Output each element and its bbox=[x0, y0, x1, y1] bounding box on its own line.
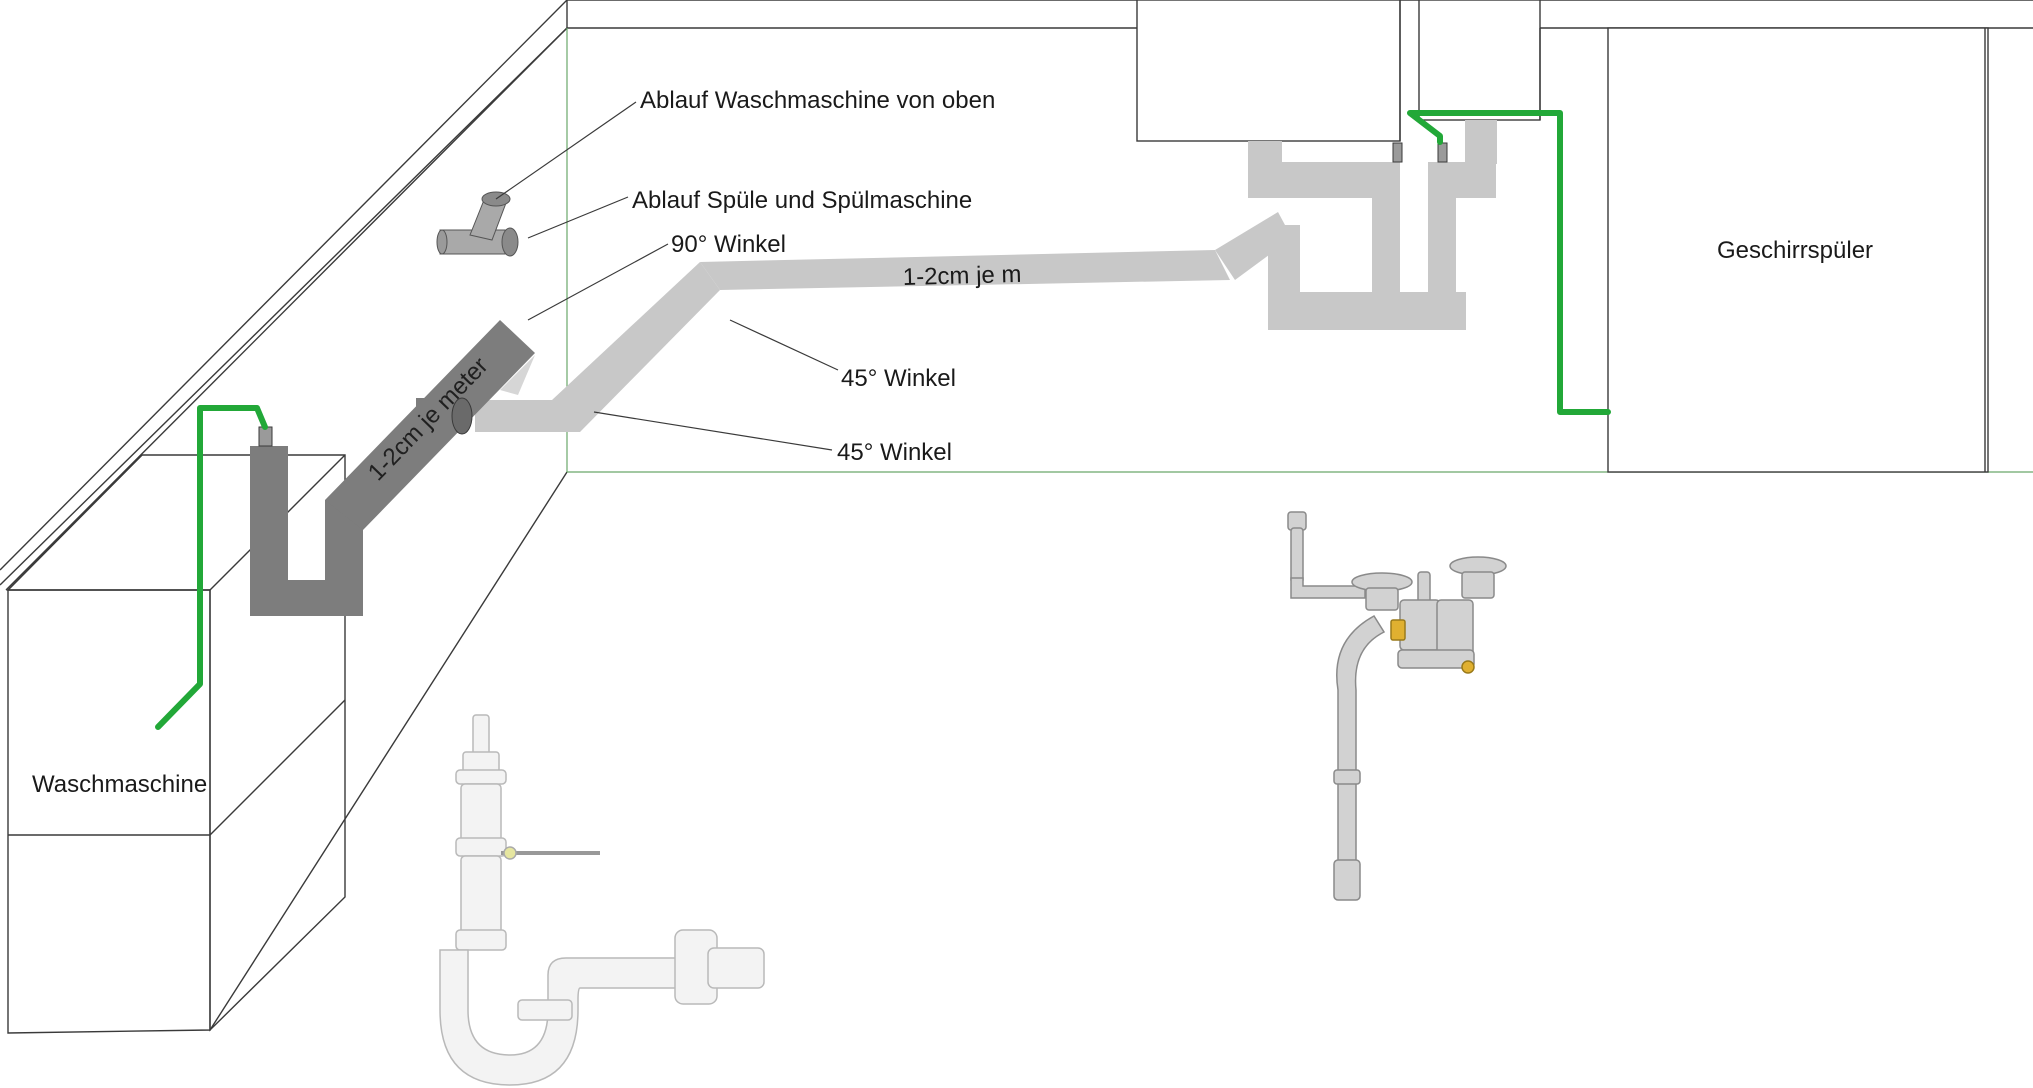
label-45-winkel-upper: 45° Winkel bbox=[841, 365, 956, 392]
washing-machine-box bbox=[6, 454, 346, 1034]
leader-lines bbox=[495, 101, 839, 451]
hoses bbox=[155, 110, 1611, 730]
small-fittings bbox=[1392, 142, 1448, 163]
dishwasher bbox=[1539, 27, 1989, 473]
label-45-winkel-lower: 45° Winkel bbox=[837, 439, 952, 466]
label-ablauf-waschmaschine: Ablauf Waschmaschine von oben bbox=[640, 87, 995, 114]
washing-machine-drain-pipe bbox=[250, 320, 535, 616]
sink-cabinet bbox=[1136, 0, 1541, 142]
white-siphon-icon bbox=[439, 714, 765, 1086]
main-drain-pipe bbox=[475, 120, 1497, 432]
label-90-winkel: 90° Winkel bbox=[671, 231, 786, 258]
label-waschmaschine: Waschmaschine bbox=[32, 771, 207, 798]
label-gefaelle-je-meter: 1-2cm je meter bbox=[363, 352, 494, 486]
pipe-end bbox=[451, 397, 473, 435]
sink-siphon-icon bbox=[1287, 511, 1507, 901]
label-geschirrspueler: Geschirrspüler bbox=[1717, 237, 1873, 264]
label-gefaelle-je-m: 1-2cm je m bbox=[902, 261, 1021, 291]
y-fitting-icon bbox=[436, 191, 519, 257]
label-ablauf-spuele: Ablauf Spüle und Spülmaschine bbox=[632, 187, 972, 214]
angle-wedge bbox=[500, 355, 535, 395]
